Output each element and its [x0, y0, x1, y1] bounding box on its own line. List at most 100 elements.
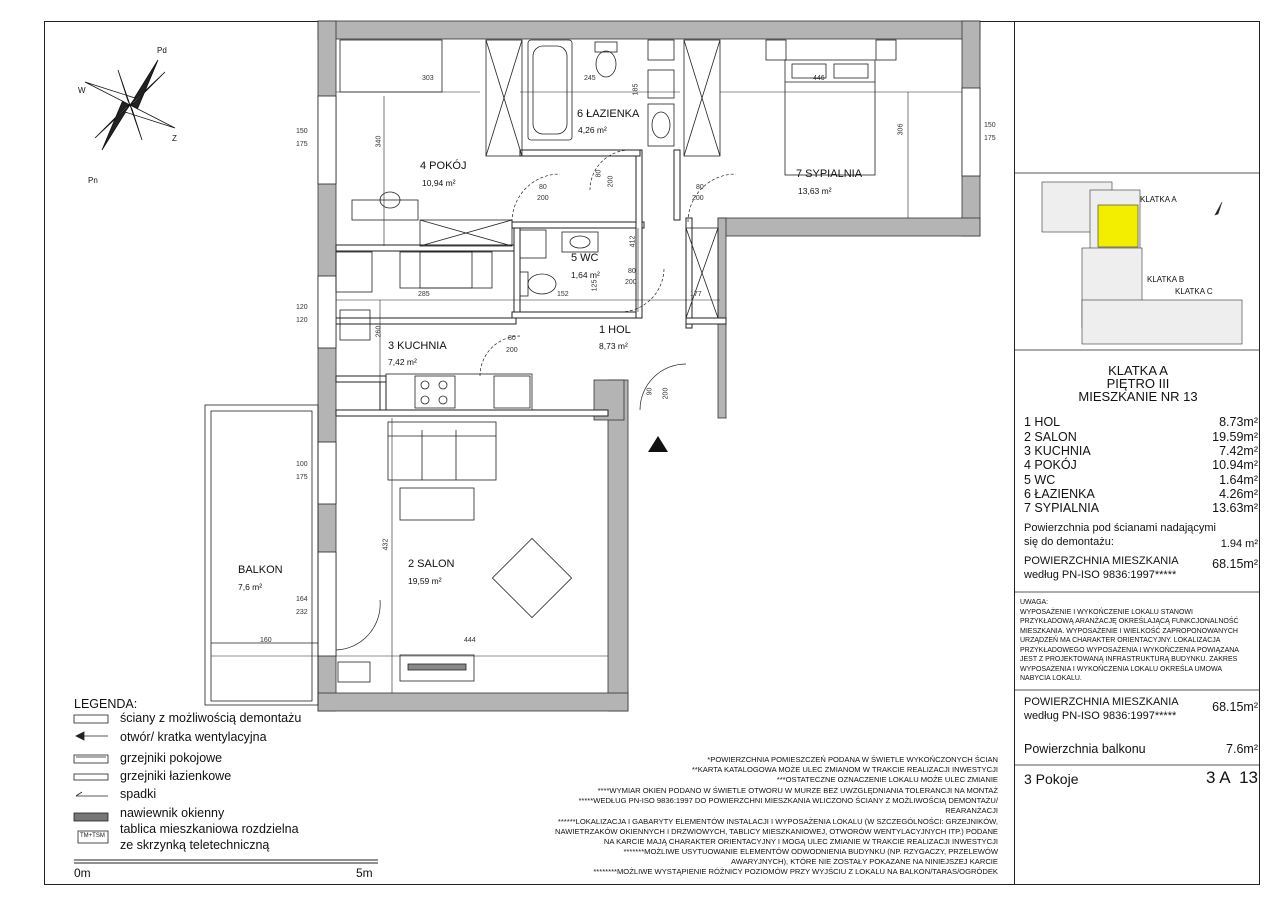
area-row-label: 2 SALON [1024, 430, 1077, 444]
key-plan-klatka-c: KLATKA C [1175, 287, 1213, 296]
legend-item: grzejniki pokojowe [120, 751, 223, 765]
dim-80b: 80 [595, 169, 603, 178]
walls-value: 1.94 m² [1220, 538, 1258, 550]
compass-label-w: W [78, 86, 86, 95]
note-line: PRZYKŁADOWEGO WYPOSAŻENIA I WYKOŃCZENIA … [1020, 647, 1239, 654]
dim-306: 306 [897, 123, 905, 136]
dim-90: 90 [646, 387, 654, 396]
area-row-value: 1.64m² [1219, 473, 1258, 487]
windows [317, 87, 981, 657]
panel-title-pietro: PIĘTRO III [1106, 376, 1170, 391]
dim-200c: 200 [692, 195, 704, 202]
dim-200d: 200 [625, 279, 637, 286]
walls-label-1: Powierzchnia pod ścianami nadającymi [1024, 522, 1216, 534]
room-name-salon: 2 SALON [408, 558, 455, 570]
dim-432: 432 [382, 538, 390, 551]
dim-80d: 80 [628, 268, 636, 275]
legend-item: nawiewnik okienny [120, 806, 225, 820]
room-area-sypialnia: 13,63 m² [798, 186, 832, 196]
compass-rose [84, 59, 176, 151]
legend-item: ze skrzynką teletechniczną [120, 838, 270, 852]
footnote: ******LOKALIZACJA I GABARYTY ELEMENTÓW I… [557, 817, 998, 826]
area-row-value: 4.26m² [1219, 487, 1258, 501]
footnote: ********MOŻLIWE WYSTĄPIENIE RÓŻNICY POZI… [593, 867, 998, 876]
legend-tm-label: TM+TSM [80, 833, 105, 839]
entrance-marker [648, 436, 668, 452]
note-title: UWAGA: [1020, 599, 1049, 606]
dim-175c: 175 [296, 474, 308, 481]
dim-340: 340 [375, 135, 383, 148]
dimension-lines [211, 91, 962, 693]
dim-125: 125 [591, 279, 599, 292]
legend-item: otwór/ kratka wentylacyjna [120, 730, 267, 744]
room-area-lazienka: 4,26 m² [578, 125, 607, 135]
compass-label-pd: Pd [157, 46, 167, 55]
room-area-balkon: 7,6 m² [238, 582, 263, 592]
legend-item: spadki [120, 787, 157, 801]
door-swings [335, 149, 737, 651]
dim-175b: 175 [984, 135, 996, 142]
dim-200a: 200 [537, 195, 549, 202]
dim-120b: 120 [296, 317, 308, 324]
total-value: 68.15m² [1212, 557, 1258, 571]
dim-444: 444 [464, 637, 476, 644]
legend-item: ściany z możliwością demontażu [120, 711, 302, 725]
legend-item: grzejniki łazienkowe [120, 769, 232, 783]
key-plan-klatka-a: KLATKA A [1140, 195, 1177, 204]
scale-start: 0m [74, 866, 91, 880]
key-plan [1041, 181, 1243, 345]
footnote: NAWIETRZAKÓW OKIENNYCH I DRZWIOWYCH, TAB… [555, 827, 998, 836]
area-row-value: 13.63m² [1212, 501, 1258, 515]
dim-164: 164 [296, 596, 308, 603]
total-label-1: POWIERZCHNIA MIESZKANIA [1024, 555, 1179, 567]
rooms-count: 3 Pokoje [1024, 771, 1079, 787]
note-line: NABYCIA LOKALU. [1020, 675, 1082, 682]
dim-185: 185 [632, 83, 640, 96]
walls [317, 20, 981, 712]
footnote: *POWIERZCHNIA POMIESZCZEŃ PODANA W ŚWIET… [707, 755, 998, 764]
legend-symbols [73, 714, 109, 844]
area-row-label: 7 SYPIALNIA [1024, 501, 1100, 515]
footnote: **KARTA KATALOGOWA MOŻE ULEC ZMIANOM W T… [691, 765, 998, 774]
total2-label-2: według PN-ISO 9836:1997***** [1024, 710, 1177, 722]
dim-200e: 200 [506, 347, 518, 354]
footnote: *****WEDŁUG PN-ISO 9836:1997 DO POWIERZC… [578, 796, 998, 805]
room-name-lazienka: 6 ŁAZIENKA [577, 108, 640, 120]
panel-divider [1014, 21, 1015, 885]
area-row-label: 3 KUCHNIA [1024, 444, 1091, 458]
compass-label-z: Z [172, 134, 177, 143]
panel-title-klatka: KLATKA A [1108, 363, 1168, 378]
dim-175a: 175 [296, 141, 308, 148]
area-row-label: 4 POKÓJ [1024, 458, 1077, 472]
dim-80e: 80 [508, 335, 516, 342]
footnote: ***OSTATECZNE OZNACZENIE LOKALU MOŻE ULE… [776, 775, 998, 784]
room-name-balkon: BALKON [238, 564, 283, 576]
note-line: WYPOSAŻENIE I WYKOŃCZENIE LOKALU STANOWI [1020, 609, 1193, 616]
balcony-label: Powierzchnia balkonu [1024, 742, 1146, 756]
dim-446: 446 [813, 75, 825, 82]
room-area-pokoj: 10,94 m² [422, 178, 456, 188]
area-row-label: 1 HOL [1024, 415, 1061, 429]
note-line: PRZYKŁADOWĄ ARANŻACJĘ OKREŚLAJĄCĄ FUNKCJ… [1020, 618, 1239, 625]
total-label-2: według PN-ISO 9836:1997***** [1024, 569, 1177, 581]
compass-label-pn: Pn [88, 176, 98, 185]
panel-title-mieszkanie: MIESZKANIE NR 13 [1078, 389, 1198, 404]
dim-260: 260 [375, 325, 383, 338]
key-plan-klatka-b: KLATKA B [1147, 275, 1185, 284]
balcony-value: 7.6m² [1226, 742, 1258, 756]
room-area-salon: 19,59 m² [408, 576, 442, 586]
footnote: AWARYJNYCH), KTÓRE NIE ZOSTAŁY POKAZANE … [731, 857, 998, 866]
room-name-kuchnia: 3 KUCHNIA [388, 340, 447, 352]
room-name-sypialnia: 7 SYPIALNIA [796, 168, 863, 180]
note-line: URZĄDZEŃ MA CHARAKTER ORIENTACYJNY. LOKA… [1020, 637, 1221, 644]
dim-245: 245 [584, 75, 596, 82]
walls-label-2: się do demontażu: [1024, 536, 1114, 548]
total2-value: 68.15m² [1212, 700, 1258, 714]
furniture [335, 39, 897, 683]
area-row-value: 19.59m² [1212, 430, 1258, 444]
note-line: JEST Z PROJEKTOWANĄ INFRASTRUKTURĄ BUDYN… [1020, 656, 1238, 663]
room-name-hol: 1 HOL [599, 324, 631, 336]
apartment-code: 3 A 13 [1206, 768, 1258, 787]
dim-200b: 200 [607, 175, 615, 188]
interior-walls [335, 149, 727, 417]
